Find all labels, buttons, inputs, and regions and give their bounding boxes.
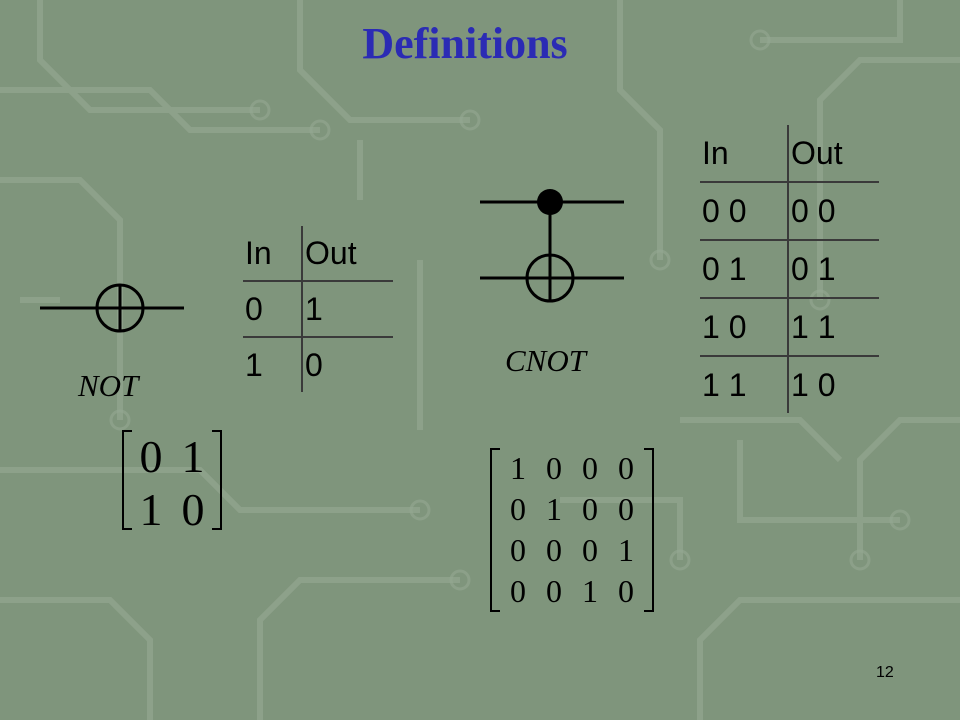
table-row: 0 1 0 1 [700, 240, 879, 299]
table-cell: 1 [243, 337, 303, 392]
matrix-entry: 1 [582, 573, 598, 609]
matrix-entry: 0 [510, 573, 526, 609]
cnot-gate-symbol [480, 189, 624, 303]
table-header: Out [302, 226, 393, 282]
matrix-entry: 0 [618, 450, 634, 486]
not-matrix: 0 1 1 0 [122, 430, 222, 535]
matrix-entry: 1 [618, 532, 634, 568]
matrix-entry: 0 [546, 450, 562, 486]
not-gate-label: NOT [78, 368, 139, 403]
table-row: 1 0 [243, 337, 393, 392]
matrix-entry: 1 [546, 491, 562, 527]
matrix-entry: 0 [139, 431, 163, 482]
cnot-matrix: 1 0 0 0 0 1 0 0 0 0 0 1 0 0 1 0 [490, 448, 654, 612]
cnot-truth-table: In Out 0 0 0 0 0 1 0 1 1 0 1 1 1 1 1 0 [700, 125, 879, 413]
table-header: In [243, 226, 303, 282]
cnot-gate-label: CNOT [505, 343, 586, 378]
matrix-entry: 0 [582, 532, 598, 568]
table-cell: 0 [243, 281, 303, 338]
matrix-entry: 0 [618, 573, 634, 609]
matrix-entry: 1 [139, 484, 163, 535]
matrix-entry: 1 [510, 450, 526, 486]
matrix-entry: 0 [546, 573, 562, 609]
table-cell: 0 [305, 346, 323, 383]
table-header: In [700, 125, 789, 183]
table-cell: 1 1 [700, 356, 789, 413]
table-cell: 0 1 [788, 240, 879, 299]
not-truth-table: In Out 0 1 1 0 [243, 226, 393, 392]
matrix-entry: 0 [582, 450, 598, 486]
matrix-entry: 0 [510, 491, 526, 527]
table-cell: 1 0 [791, 366, 836, 403]
not-gate-symbol [40, 283, 184, 333]
table-header: Out [788, 125, 879, 183]
table-row: 0 1 [243, 281, 393, 338]
matrix-entry: 0 [181, 484, 205, 535]
matrix-entry: 0 [510, 532, 526, 568]
table-cell: 1 1 [788, 298, 879, 357]
table-cell: 0 0 [788, 182, 879, 241]
matrix-entry: 0 [618, 491, 634, 527]
table-cell: 0 1 [700, 240, 789, 299]
matrix-entry: 0 [582, 491, 598, 527]
page-number: 12 [876, 664, 894, 681]
table-cell: 0 0 [700, 182, 789, 241]
table-cell: 1 0 [700, 298, 789, 357]
table-cell: 1 [302, 281, 393, 338]
matrix-entry: 0 [546, 532, 562, 568]
table-row: 0 0 0 0 [700, 182, 879, 241]
slide-title: Definitions [362, 19, 568, 68]
table-row: 1 0 1 1 [700, 298, 879, 357]
matrix-entry: 1 [181, 431, 205, 482]
table-row: 1 1 1 0 [700, 356, 879, 413]
